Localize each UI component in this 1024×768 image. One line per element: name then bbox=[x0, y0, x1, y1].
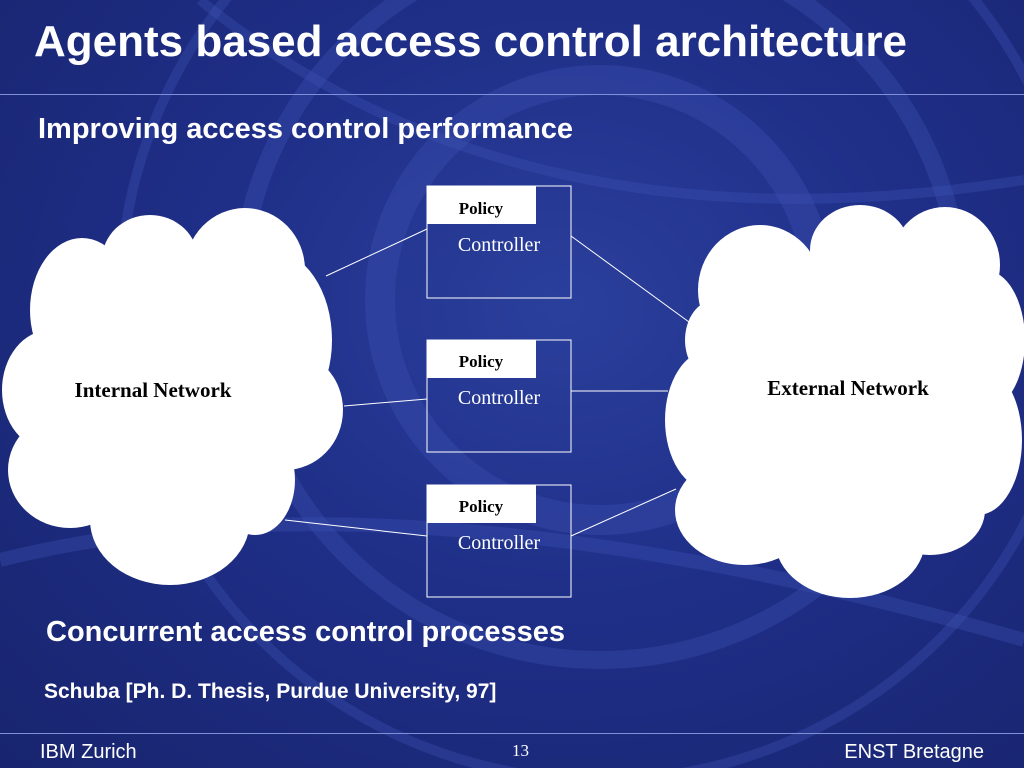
external-network-label: External Network bbox=[767, 376, 929, 400]
connector-line bbox=[570, 235, 701, 331]
policy-label: Policy bbox=[459, 352, 504, 371]
slide-title: Agents based access control architecture bbox=[34, 17, 907, 66]
policy-controller-box: Policy Controller bbox=[426, 185, 572, 299]
controller-label: Controller bbox=[458, 532, 541, 554]
connector-line bbox=[343, 398, 428, 407]
external-network-cloud bbox=[665, 205, 1024, 598]
policy-label: Policy bbox=[459, 497, 504, 516]
footer-right-text: ENST Bretagne bbox=[844, 741, 984, 763]
connector-line bbox=[325, 228, 428, 277]
header-rule bbox=[0, 94, 1024, 95]
footer-left-text: IBM Zurich bbox=[40, 741, 137, 763]
footer-rule bbox=[0, 733, 1024, 734]
policy-tab bbox=[427, 485, 536, 523]
policy-tab bbox=[427, 340, 536, 378]
diagram-caption: Concurrent access control processes bbox=[46, 616, 565, 648]
internal-network-cloud bbox=[2, 208, 343, 585]
connector-line bbox=[284, 519, 428, 537]
controller-label: Controller bbox=[458, 234, 541, 256]
policy-controller-box: Policy Controller bbox=[426, 484, 572, 598]
connector-line bbox=[570, 488, 677, 537]
policy-controller-box: Policy Controller bbox=[426, 339, 572, 453]
policy-tab bbox=[427, 186, 536, 224]
controller-label: Controller bbox=[458, 387, 541, 409]
reference-citation: Schuba [Ph. D. Thesis, Purdue University… bbox=[44, 680, 497, 703]
policy-label: Policy bbox=[459, 199, 504, 218]
internal-network-label: Internal Network bbox=[75, 378, 232, 402]
slide-subtitle: Improving access control performance bbox=[38, 113, 574, 145]
page-number: 13 bbox=[512, 741, 529, 760]
